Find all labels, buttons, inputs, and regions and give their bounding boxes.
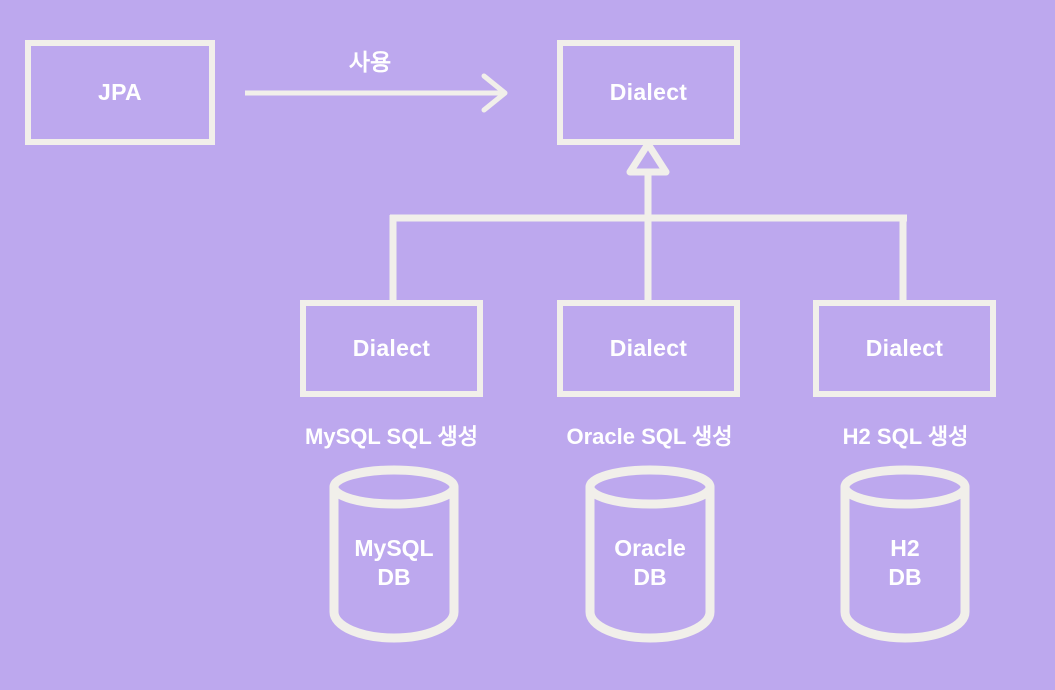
node-dialect-mysql-label: Dialect xyxy=(352,335,431,361)
database-label-oracle-line2: DB xyxy=(633,564,667,590)
node-jpa[interactable]: JPA xyxy=(25,40,215,145)
node-jpa-label: JPA xyxy=(98,79,142,105)
database-label-oracle: Oracle DB xyxy=(570,534,730,592)
database-label-mysql-line1: MySQL xyxy=(354,535,434,561)
database-label-h2: H2 DB xyxy=(825,534,985,592)
database-label-h2-line1: H2 xyxy=(890,535,920,561)
node-dialect-root-label: Dialect xyxy=(609,79,688,105)
inheritance-triangle-icon xyxy=(626,140,670,176)
database-cylinder-mysql xyxy=(329,465,459,643)
node-dialect-oracle[interactable]: Dialect xyxy=(557,300,740,397)
caption-h2: H2 SQL 생성 xyxy=(842,424,969,449)
database-label-mysql: MySQL DB xyxy=(314,534,474,592)
caption-mysql: MySQL SQL 생성 xyxy=(305,424,478,449)
node-dialect-root[interactable]: Dialect xyxy=(557,40,740,145)
node-dialect-oracle-label: Dialect xyxy=(609,335,688,361)
node-dialect-mysql[interactable]: Dialect xyxy=(300,300,483,397)
database-cylinder-oracle xyxy=(585,465,715,643)
caption-oracle: Oracle SQL 생성 xyxy=(566,424,733,449)
uses-arrow xyxy=(245,73,508,113)
database-label-oracle-line1: Oracle xyxy=(614,535,686,561)
edge-label-uses: 사용 xyxy=(348,49,392,75)
node-dialect-h2[interactable]: Dialect xyxy=(813,300,996,397)
node-dialect-h2-label: Dialect xyxy=(865,335,944,361)
database-label-h2-line2: DB xyxy=(888,564,922,590)
database-label-mysql-line2: DB xyxy=(377,564,411,590)
database-cylinder-h2 xyxy=(840,465,970,643)
